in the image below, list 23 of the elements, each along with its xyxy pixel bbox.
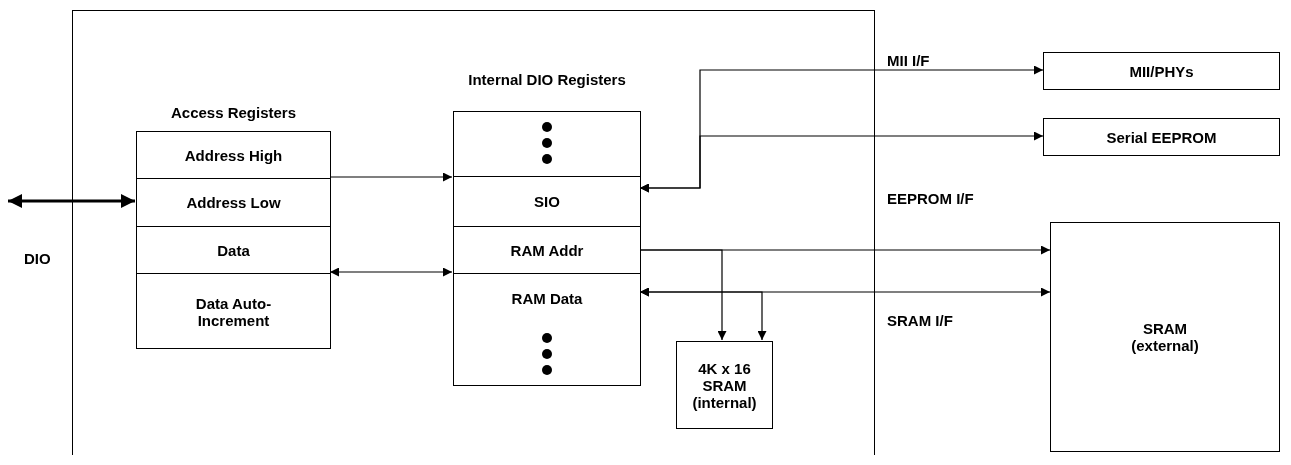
block-box: Serial EEPROM <box>1043 118 1280 156</box>
block-box: SRAM (external) <box>1050 222 1280 452</box>
register-row: Data <box>136 226 331 273</box>
arrow <box>639 249 727 341</box>
register-row: Address Low <box>136 178 331 226</box>
edge-label: SRAM I/F <box>885 312 955 329</box>
block-box: 4K x 16 SRAM (internal) <box>676 341 773 429</box>
edge-label: MII I/F <box>885 52 932 69</box>
group-heading: Access Registers <box>170 103 297 121</box>
chip-outline <box>72 10 875 455</box>
register-row: RAM Data <box>453 273 641 323</box>
register-row: RAM Addr <box>453 226 641 273</box>
arrow <box>329 267 453 277</box>
register-row: Data Auto-Increment <box>136 273 331 349</box>
edge-label: EEPROM I/F <box>885 190 976 207</box>
arrow <box>329 172 453 182</box>
block-box: MII/PHYs <box>1043 52 1280 90</box>
arrow <box>639 287 1051 297</box>
register-row: SIO <box>453 176 641 226</box>
arrow <box>8 194 135 208</box>
register-row: Address High <box>136 131 331 178</box>
group-heading: Internal DIO Registers <box>468 70 626 88</box>
arrow <box>639 131 1044 193</box>
